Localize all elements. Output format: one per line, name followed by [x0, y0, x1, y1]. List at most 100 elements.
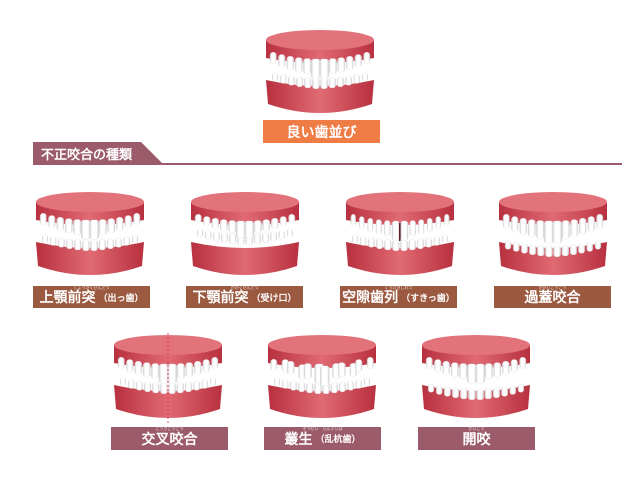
section-divider	[33, 163, 622, 165]
upper-tooth	[359, 216, 365, 230]
upper-tooth	[363, 52, 371, 64]
upper-tooth	[346, 56, 354, 70]
good-alignment-label: 良い歯並び	[263, 120, 380, 143]
lower-tooth	[282, 379, 289, 389]
mouth-openbite	[422, 335, 530, 418]
upper-gum-top	[346, 192, 454, 212]
lower-tooth	[314, 382, 322, 394]
upper-tooth	[194, 214, 202, 223]
lower-tooth	[521, 243, 528, 254]
label-overjet: じょうがくぜんとつ 上顎前突（出っ歯）	[33, 286, 150, 308]
lower-gum	[191, 242, 299, 275]
lower-tooth	[176, 382, 184, 394]
upper-tooth	[278, 54, 286, 68]
upper-tooth	[355, 359, 363, 373]
upper-tooth	[384, 220, 391, 237]
lower-tooth	[352, 234, 359, 244]
mouth-crossbite	[114, 333, 222, 423]
lower-tooth	[205, 230, 212, 240]
mouth-underbite	[191, 192, 299, 275]
upper-tooth	[511, 216, 519, 233]
lower-tooth	[168, 382, 176, 394]
upper-tooth	[176, 363, 185, 380]
upper-tooth	[459, 363, 468, 380]
lower-tooth	[408, 239, 416, 251]
upper-tooth	[294, 57, 303, 73]
label-text: 過蓋咬合	[524, 290, 581, 306]
tooth-gap	[399, 223, 401, 241]
lower-gum	[346, 242, 454, 275]
upper-tooth	[270, 359, 278, 371]
lower-tooth	[136, 380, 143, 391]
lower-tooth	[288, 75, 295, 86]
upper-tooth	[435, 216, 441, 230]
lower-tooth	[433, 236, 440, 246]
mouth-overjet	[36, 192, 144, 275]
lower-tooth	[261, 232, 269, 243]
label-text: 交叉咬合	[141, 431, 198, 448]
upper-tooth	[288, 214, 296, 223]
lower-tooth	[492, 387, 500, 398]
upper-tooth	[366, 357, 374, 369]
lower-tooth	[345, 75, 352, 86]
lower-tooth	[444, 386, 451, 397]
upper-tooth	[519, 218, 527, 235]
label-text: 下顎前突	[192, 290, 249, 306]
upper-tooth	[552, 220, 563, 244]
lower-tooth	[384, 239, 392, 251]
good-label-text: 良い歯並び	[286, 124, 357, 141]
upper-tooth	[510, 359, 518, 373]
lower-tooth	[123, 236, 130, 246]
lower-tooth	[338, 381, 346, 392]
lower-tooth	[90, 239, 98, 251]
upper-tooth	[167, 363, 178, 384]
upper-tooth	[310, 58, 321, 79]
lower-tooth	[298, 381, 306, 392]
upper-tooth	[228, 220, 237, 234]
lower-tooth	[306, 382, 314, 394]
lower-tooth	[128, 379, 135, 389]
upper-gum-top	[422, 335, 530, 355]
upper-tooth	[185, 362, 194, 378]
lower-tooth	[229, 233, 237, 245]
upper-tooth	[124, 215, 132, 229]
lower-tooth	[355, 379, 362, 389]
lower-tooth	[484, 388, 492, 400]
upper-tooth	[502, 214, 510, 229]
upper-tooth	[502, 361, 510, 375]
lower-tooth	[363, 377, 370, 387]
lower-tooth	[278, 230, 285, 240]
upper-tooth	[328, 58, 337, 75]
lower-tooth	[201, 379, 208, 389]
upper-tooth	[133, 213, 141, 225]
lower-tooth	[270, 231, 277, 242]
upper-tooth	[134, 361, 142, 375]
label-sub: （受け口）	[251, 293, 297, 304]
upper-tooth	[354, 54, 362, 68]
upper-tooth	[39, 213, 47, 225]
upper-tooth	[64, 218, 73, 234]
mouth-crowding	[268, 335, 376, 418]
lower-tooth	[425, 237, 432, 248]
lower-tooth	[193, 380, 200, 391]
lower-tooth	[509, 385, 516, 395]
upper-tooth	[287, 361, 295, 375]
lower-tooth	[152, 382, 160, 394]
upper-tooth	[151, 363, 160, 380]
lower-tooth	[400, 239, 408, 251]
upper-tooth	[219, 219, 228, 232]
lower-tooth	[197, 228, 204, 238]
upper-tooth	[350, 214, 356, 226]
upper-tooth	[56, 217, 64, 231]
lower-tooth	[361, 72, 368, 82]
lower-tooth	[476, 388, 484, 400]
upper-tooth	[203, 216, 211, 227]
upper-tooth	[418, 219, 425, 235]
label-spacing: くうげきしれつ 空隙歯列（すきっ歯）	[340, 286, 457, 308]
upper-tooth	[337, 362, 346, 378]
lower-tooth	[274, 377, 281, 387]
mouth-spacing	[346, 192, 454, 275]
upper-tooth	[375, 219, 382, 235]
upper-tooth	[107, 218, 116, 234]
